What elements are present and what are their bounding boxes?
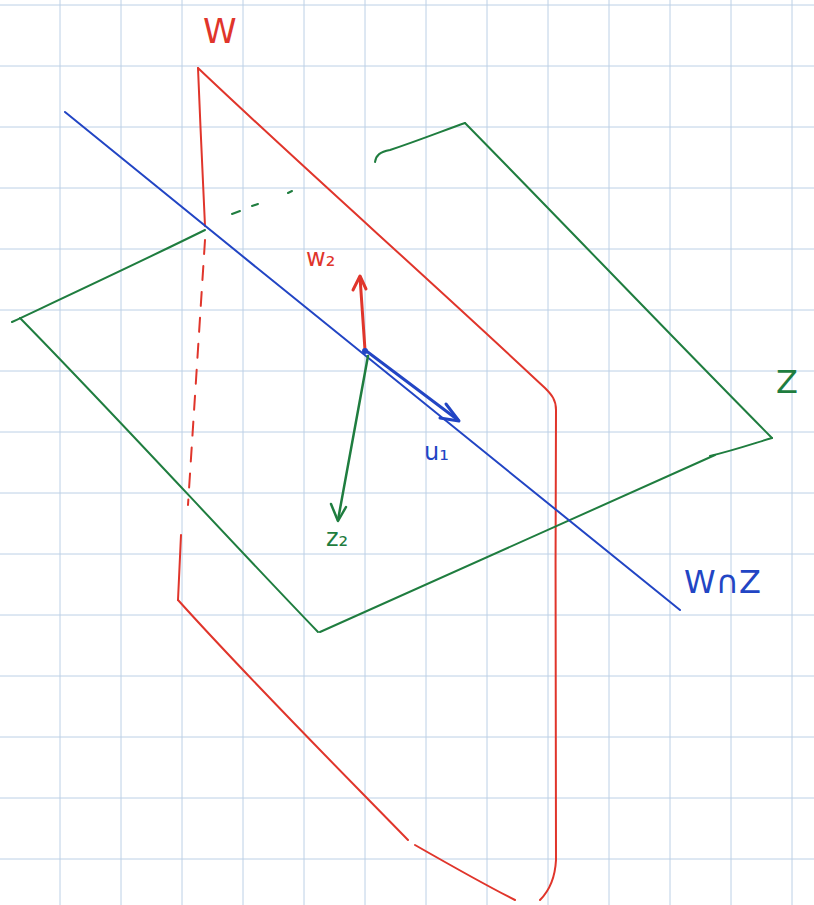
- grid-line: [0, 188, 814, 189]
- grid-line: [0, 432, 814, 433]
- plane-w: [178, 68, 556, 900]
- line-label: W∩Z: [684, 566, 761, 598]
- intersection-line: [65, 112, 680, 610]
- grid-line: [0, 554, 814, 555]
- grid-line: [182, 0, 183, 905]
- plane-label: W: [203, 14, 237, 48]
- grid-line: [0, 371, 814, 372]
- grid-line: [609, 0, 610, 905]
- grid-line: [0, 493, 814, 494]
- vector-z2: [331, 356, 368, 521]
- grid-line: [670, 0, 671, 905]
- grid-line: [0, 676, 814, 677]
- grid-line: [365, 0, 366, 905]
- plane-label: Z: [776, 366, 798, 398]
- vector-label: z₂: [326, 526, 348, 550]
- grid-line: [121, 0, 122, 905]
- vector-w2: [353, 276, 366, 350]
- grid-line: [0, 310, 814, 311]
- grid-line: [0, 127, 814, 128]
- grid-line: [0, 249, 814, 250]
- base-point: [362, 348, 368, 354]
- vector-u1: [365, 350, 459, 421]
- grid-line: [0, 737, 814, 738]
- vector-label: w₂: [306, 246, 335, 270]
- grid-line: [731, 0, 732, 905]
- grid-line: [304, 0, 305, 905]
- grid-line: [0, 66, 814, 67]
- grid-line: [792, 0, 793, 905]
- grid-line: [0, 798, 814, 799]
- grid-line: [60, 0, 61, 905]
- grid-line: [0, 615, 814, 616]
- grid-line: [548, 0, 549, 905]
- grid-line: [0, 5, 814, 6]
- vector-label: u₁: [424, 440, 449, 464]
- grid-line: [0, 859, 814, 860]
- grid-line: [243, 0, 244, 905]
